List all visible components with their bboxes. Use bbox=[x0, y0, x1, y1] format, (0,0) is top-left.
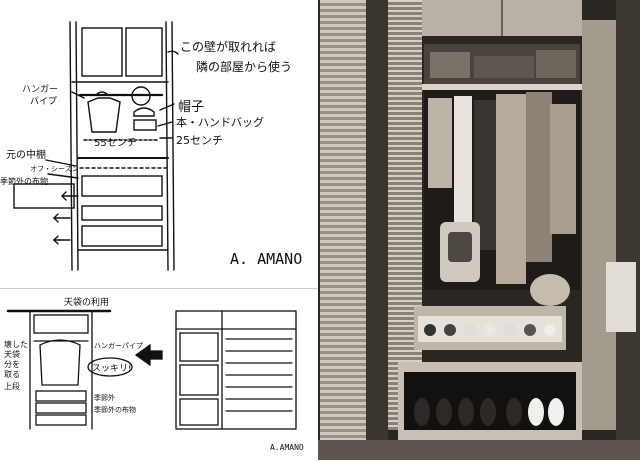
closet-sketch-elevation: この壁が取れれば 隣の部屋から使う ハンガー パイプ 帽子 本・ハンドバッグ 5… bbox=[0, 0, 318, 288]
label-ceiling-storage: 天袋の利用 bbox=[64, 298, 110, 308]
closet-sketch-before-after: 天袋の利用 壊した 天袋 分を 取る 上段 ハンガーパイプ 季節外 季節外の布物… bbox=[0, 288, 318, 461]
label-left-5: 上段 bbox=[4, 382, 20, 391]
label-right-off-season: 季節外 bbox=[94, 394, 115, 402]
signature-top: A. AMANO bbox=[230, 250, 303, 268]
label-width-55: 55センチ bbox=[94, 138, 137, 149]
label-right-hanger: ハンガーパイプ bbox=[94, 342, 143, 350]
label-width-25: 25センチ bbox=[176, 134, 223, 147]
right-door bbox=[582, 20, 616, 430]
closet-elevation-drawing bbox=[13, 21, 179, 271]
label-off-season: オフ・シーズン bbox=[30, 165, 79, 173]
label-pipe: パイプ bbox=[30, 97, 58, 107]
left-louver-door bbox=[320, 0, 366, 460]
label-left-2: 天袋 bbox=[4, 350, 20, 359]
label-hanger: ハンガー bbox=[22, 85, 59, 95]
balloon-text: スッキリ! bbox=[92, 364, 132, 374]
closet-before-after-drawing bbox=[6, 309, 297, 430]
note-use-from-next-room: 隣の部屋から使う bbox=[196, 60, 293, 74]
label-right-linens: 季節外の布物 bbox=[94, 406, 136, 414]
label-out-of-season-linens: 季節外の布物 bbox=[0, 177, 48, 186]
closet-photo bbox=[318, 0, 640, 460]
label-hat: 帽子 bbox=[178, 100, 205, 115]
label-original-shelf: 元の中棚 bbox=[6, 150, 46, 161]
note-wall-removable: この壁が取れれば bbox=[180, 40, 277, 54]
label-left-3: 分を bbox=[4, 360, 20, 369]
label-left-1: 壊した bbox=[4, 340, 28, 349]
signature-bottom: A.AMANO bbox=[270, 443, 304, 452]
label-books-handbag: 本・ハンドバッグ bbox=[176, 116, 264, 129]
label-left-4: 取る bbox=[4, 370, 20, 379]
closet-photo-drawing bbox=[318, 0, 640, 460]
left-inner-louver bbox=[388, 0, 422, 430]
